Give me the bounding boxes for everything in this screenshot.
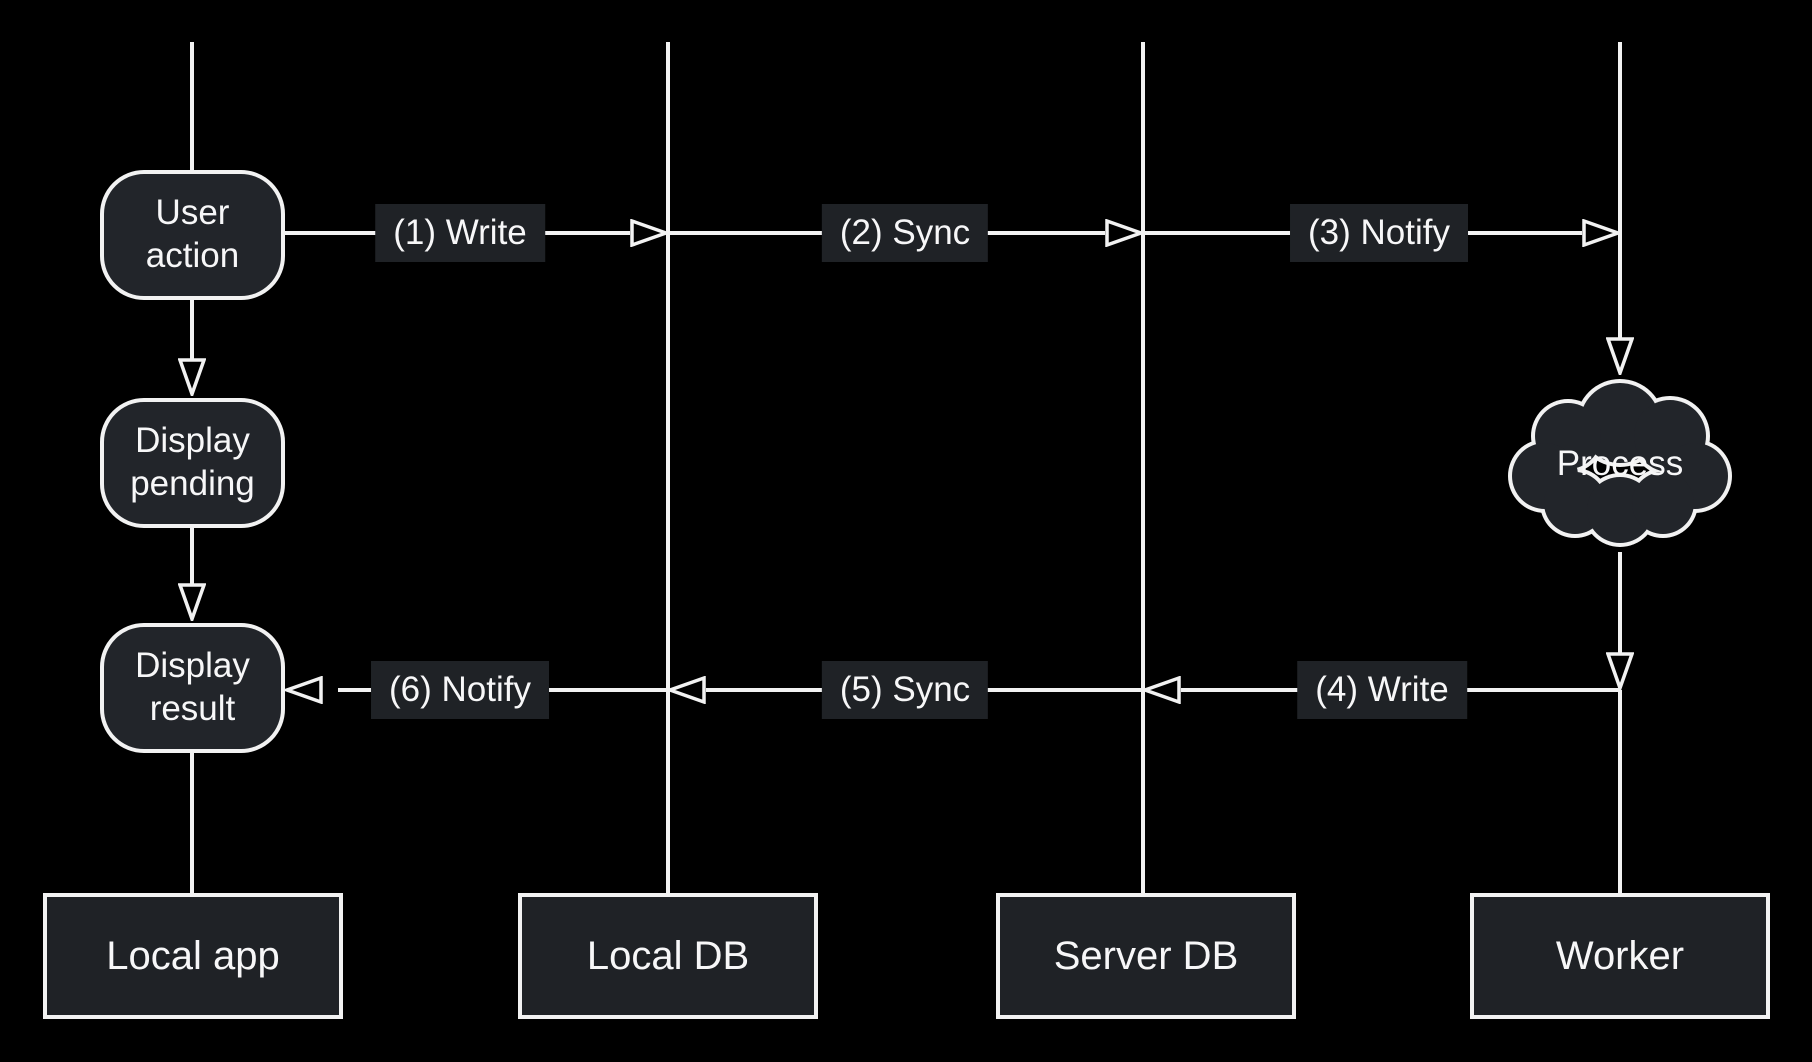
arrowhead-right-icon bbox=[630, 219, 668, 247]
lifeline-worker-segment-mid bbox=[1618, 552, 1622, 655]
edge-label-2-sync[interactable]: (2) Sync bbox=[821, 204, 989, 262]
node-display-result-label: Display result bbox=[135, 646, 250, 728]
edge-label-5-sync[interactable]: (5) Sync bbox=[821, 661, 989, 719]
lifeline-local-db bbox=[666, 42, 670, 893]
node-display-result[interactable]: Display result bbox=[100, 623, 285, 753]
lifeline-server-db bbox=[1141, 42, 1145, 893]
lane-label-worker: Worker bbox=[1555, 933, 1685, 978]
arrowhead-left-icon bbox=[285, 676, 323, 704]
lane-box-worker[interactable]: Worker bbox=[1470, 893, 1770, 1019]
lane-label-local-db: Local DB bbox=[586, 933, 750, 978]
cloud-shape[interactable] bbox=[1505, 368, 1735, 563]
node-display-pending[interactable]: Display pending bbox=[100, 398, 285, 528]
arrowhead-down-icon bbox=[178, 583, 206, 621]
lane-box-local-app[interactable]: Local app bbox=[43, 893, 343, 1019]
edge-label-1-write[interactable]: (1) Write bbox=[375, 204, 545, 262]
arrowhead-left-icon bbox=[1143, 676, 1181, 704]
arrowhead-down-icon bbox=[1606, 652, 1634, 690]
node-display-pending-label: Display pending bbox=[130, 421, 255, 503]
node-process-label: Process bbox=[1556, 444, 1684, 483]
edge-label-4-write[interactable]: (4) Write bbox=[1297, 661, 1467, 719]
lane-label-local-app: Local app bbox=[106, 933, 280, 978]
edge-label-3-notify[interactable]: (3) Notify bbox=[1290, 204, 1468, 262]
edge-label-6-notify[interactable]: (6) Notify bbox=[371, 661, 549, 719]
lane-box-local-db[interactable]: Local DB bbox=[518, 893, 818, 1019]
lane-box-server-db[interactable]: Server DB bbox=[996, 893, 1296, 1019]
lifeline-worker-segment-top bbox=[1618, 42, 1622, 339]
arrowhead-right-icon bbox=[1105, 219, 1143, 247]
lifeline-local-app-segment-top bbox=[190, 42, 194, 170]
node-user-action[interactable]: User action bbox=[100, 170, 285, 300]
lifeline-worker-segment-bottom bbox=[1618, 690, 1622, 893]
arrowhead-left-icon bbox=[668, 676, 706, 704]
arrowhead-down-icon bbox=[178, 358, 206, 396]
arrowhead-down-icon bbox=[1606, 337, 1634, 375]
lane-label-server-db: Server DB bbox=[1053, 933, 1239, 978]
lifeline-local-app-segment-bottom bbox=[190, 753, 194, 893]
node-user-action-label: User action bbox=[145, 193, 240, 275]
lifeline-local-app-segment-mid1 bbox=[190, 297, 194, 362]
lifeline-local-app-segment-mid2 bbox=[190, 527, 194, 589]
arrowhead-right-icon bbox=[1582, 219, 1620, 247]
